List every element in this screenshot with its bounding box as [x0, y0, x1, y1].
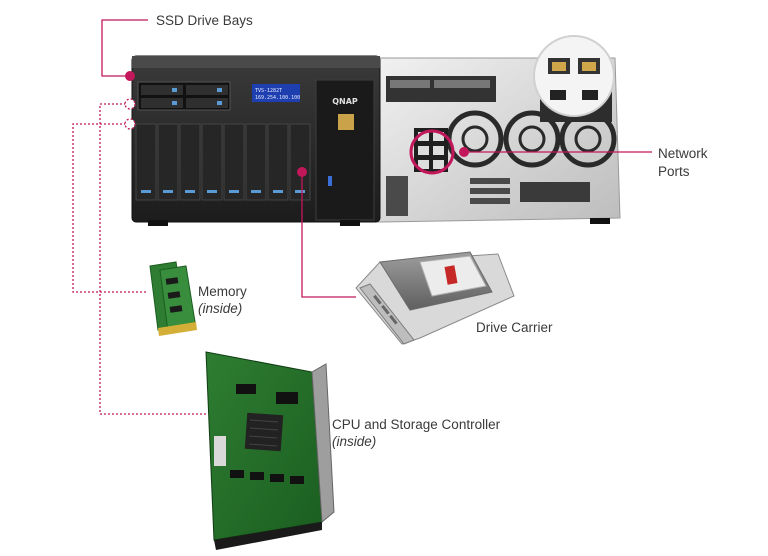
- front-door: [315, 79, 375, 221]
- ssd-drive-bays: [137, 81, 231, 111]
- label-ssd-drive-bays: SSD Drive Bays: [156, 13, 253, 28]
- ports-zoom-inset: [533, 35, 615, 117]
- callout-memory-line: [72, 123, 146, 293]
- callout-ssd-dot: [125, 71, 135, 81]
- label-memory: Memory: [198, 284, 247, 299]
- callout-ssd-line: [101, 19, 148, 77]
- callout-carrier-line: [301, 172, 356, 298]
- callout-cpu-line: [99, 103, 206, 415]
- drive-label-red: [444, 265, 458, 285]
- brand-logo: QNAP: [332, 97, 358, 106]
- cpu-heatsink: [244, 412, 284, 452]
- label-memory-note: (inside): [198, 301, 242, 316]
- expansion-slot: [386, 76, 496, 102]
- usb-port: [328, 176, 332, 186]
- label-network-line-2: Ports: [658, 164, 690, 179]
- lcd-panel: [252, 84, 300, 102]
- label-cpu: CPU and Storage Controller: [332, 417, 501, 432]
- label-network-line-1: Network: [658, 146, 708, 161]
- callout-lines: [72, 19, 652, 415]
- network-ports-highlight: [409, 129, 455, 175]
- lcd-line-2: 169.254.100.100: [255, 95, 300, 101]
- hdd-trays: [135, 123, 311, 201]
- drive-carrier: [355, 251, 515, 345]
- nas-front-chassis: TVS-1282T 169.254.100.100: [131, 55, 610, 226]
- label-drive-carrier: Drive Carrier: [476, 320, 553, 335]
- lcd-line-1: TVS-1282T: [255, 88, 282, 94]
- badge-sticker: [338, 114, 354, 130]
- label-cpu-note: (inside): [332, 434, 376, 449]
- memory-modules: [149, 261, 197, 336]
- callout-labels: SSD Drive Bays Network Ports Memory (ins…: [156, 13, 708, 449]
- cpu-board: [205, 351, 335, 550]
